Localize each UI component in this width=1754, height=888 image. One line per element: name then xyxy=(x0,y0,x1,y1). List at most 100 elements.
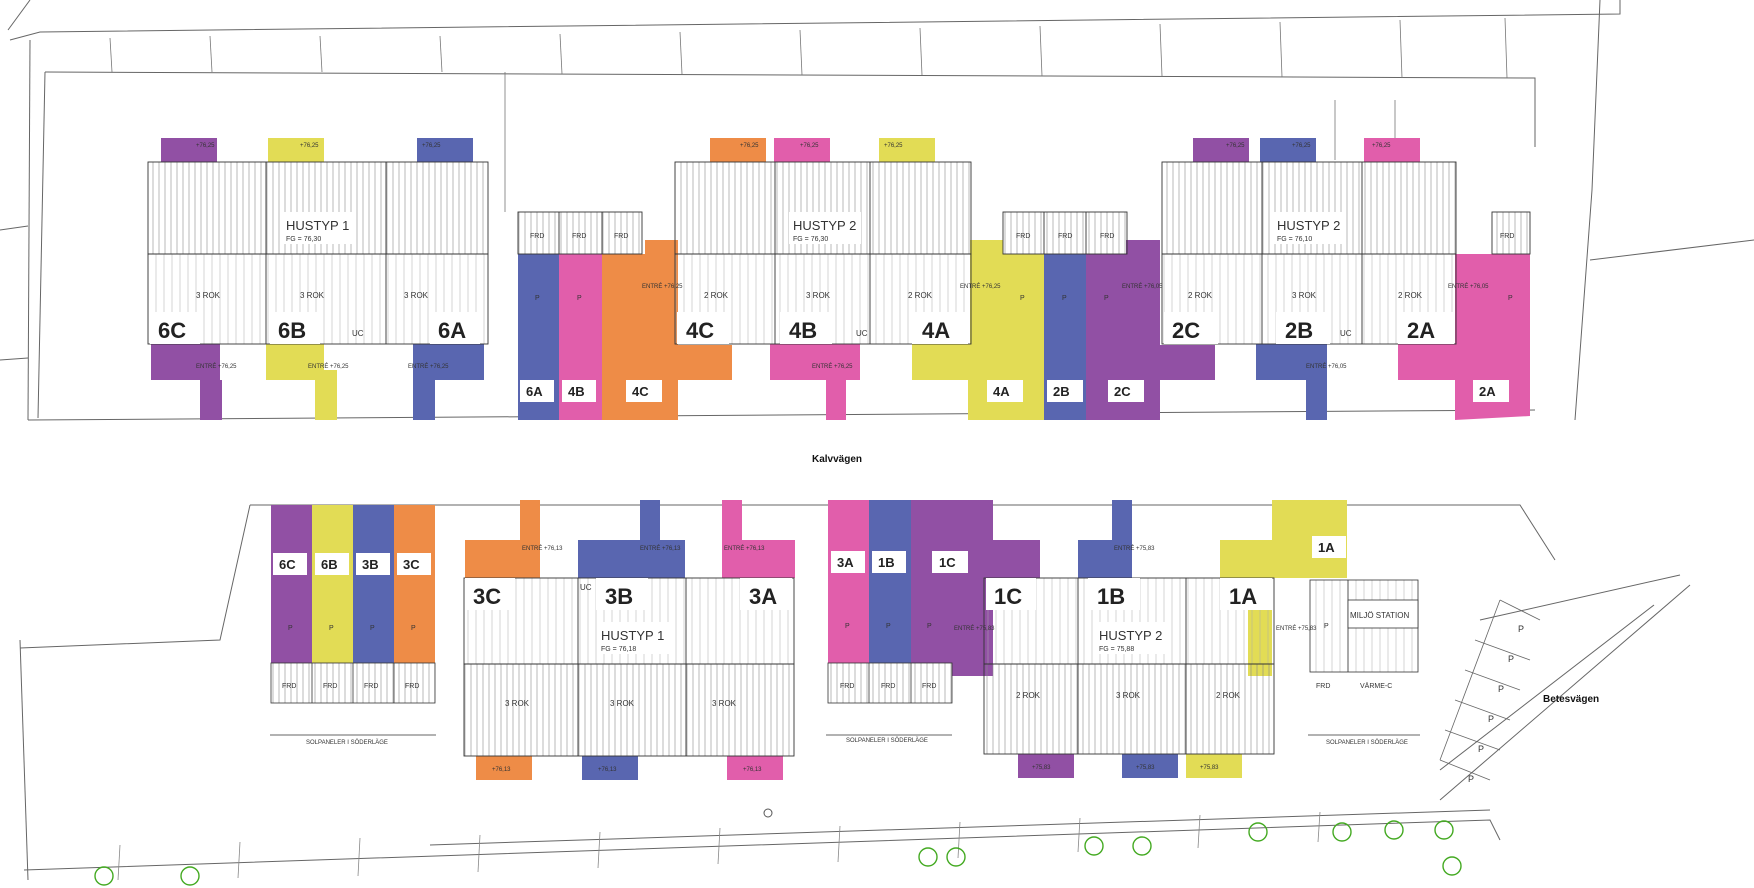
unit-label-6b: 6B xyxy=(278,318,306,343)
parking-area xyxy=(1439,599,1541,781)
south-hustyp-labels: HUSTYP 1 FG = 76,18 HUSTYP 2 FG = 75,88 xyxy=(597,622,1167,654)
south-rok-labels: 3 ROK 3 ROK 3 ROK 2 ROK 3 ROK 2 ROK xyxy=(505,691,1241,708)
entre-label: ENTRÉ +76,25 xyxy=(408,363,449,370)
p-label: P xyxy=(1324,623,1329,630)
lot-lines-north xyxy=(109,17,1508,212)
rok-label: 2 ROK xyxy=(1188,291,1213,300)
south-hustyp2-fg: FG = 75,88 xyxy=(1099,646,1134,653)
frd-label: FRD xyxy=(614,233,628,240)
tree-icon xyxy=(918,847,938,867)
rok-label: 3 ROK xyxy=(1292,291,1317,300)
p-label: P xyxy=(577,295,582,302)
entre-label: ENTRÉ +76,13 xyxy=(640,545,681,552)
level-tab: +76,25 xyxy=(300,143,319,149)
south-storage1 xyxy=(270,662,436,736)
parking-p: P xyxy=(1498,684,1504,694)
north-hustyp-labels: HUSTYP 1 FG = 76,30 HUSTYP 2 FG = 76,30 … xyxy=(282,212,1345,244)
north-tab-labels: +76,25 +76,25 +76,25 +76,25 +76,25 +76,2… xyxy=(196,143,1391,149)
level-tab: +76,25 xyxy=(884,143,903,149)
level-tab: +76,25 xyxy=(1226,143,1245,149)
rok-label: 2 ROK xyxy=(908,291,933,300)
frd-label: FRD xyxy=(323,683,337,690)
north-color-tags: 6A 4B 4C 4A 2B 2C 2A xyxy=(520,380,1509,402)
unit-label-3a: 3A xyxy=(749,584,777,609)
rok-label: 2 ROK xyxy=(1016,691,1041,700)
entre-label: ENTRÉ +76,25 xyxy=(960,283,1001,290)
rok-label: 3 ROK xyxy=(1116,691,1141,700)
tree-icon xyxy=(1332,822,1352,842)
tag-1c: 1C xyxy=(939,555,956,570)
street-label-kalvvagen: Kalvvägen xyxy=(812,454,862,465)
south-entre-labels: ENTRÉ +76,13 ENTRÉ +76,13 ENTRÉ +76,13 E… xyxy=(522,545,1317,632)
trees xyxy=(94,820,1462,886)
tag-4a: 4A xyxy=(993,384,1010,399)
rok-label: 3 ROK xyxy=(712,699,737,708)
parking-labels: P P P P P P xyxy=(1468,624,1524,784)
street-label-betesvagen: Betesvägen xyxy=(1543,694,1599,705)
frd-label: FRD xyxy=(530,233,544,240)
north-hustyp2-fg: FG = 76,30 xyxy=(793,236,828,243)
frd-label: FRD xyxy=(1316,683,1330,690)
unit-label-2c: 2C xyxy=(1172,318,1200,343)
rok-label: 3 ROK xyxy=(404,291,429,300)
unit-label-4b: 4B xyxy=(789,318,817,343)
tree-icon xyxy=(1384,820,1404,840)
tag-3b: 3B xyxy=(362,557,379,572)
lot-lines-south xyxy=(117,811,1321,881)
p-label: P xyxy=(1020,295,1025,302)
tag-6c: 6C xyxy=(279,557,296,572)
tree-icon xyxy=(946,847,966,867)
tree-icon xyxy=(180,866,200,886)
p-label: P xyxy=(927,623,932,630)
p-label: P xyxy=(1104,295,1109,302)
north-group2-colors xyxy=(710,138,1215,420)
north-group1-colors xyxy=(151,138,484,420)
entre-label: ENTRÉ +76,25 xyxy=(812,363,853,370)
level-tab: +75,83 xyxy=(1200,765,1219,771)
solar-label: SOLPANELER I SÖDERLÄGE xyxy=(1326,739,1408,746)
unit-label-4c: 4C xyxy=(686,318,714,343)
south-group1-colors xyxy=(465,500,795,780)
level-tab: +75,83 xyxy=(1136,765,1155,771)
level-tab: +76,25 xyxy=(422,143,441,149)
frd-label: FRD xyxy=(1500,233,1514,240)
north-hustyp1-title: HUSTYP 1 xyxy=(286,218,349,233)
tree-icon xyxy=(1442,856,1462,876)
p-label: P xyxy=(288,625,293,632)
south-storage2 xyxy=(826,662,953,736)
level-tab: +76,13 xyxy=(492,767,511,773)
frd-label: FRD xyxy=(405,683,419,690)
tree-icon xyxy=(1084,836,1104,856)
south-hustyp1-title: HUSTYP 1 xyxy=(601,628,664,643)
tag-2a: 2A xyxy=(1479,384,1496,399)
south-storage3 xyxy=(1308,579,1420,736)
frd-label: FRD xyxy=(1100,233,1114,240)
rok-label: 3 ROK xyxy=(300,291,325,300)
level-tab: +76,25 xyxy=(800,143,819,149)
entre-label: ENTRÉ +76,05 xyxy=(1306,363,1347,370)
solar-label: SOLPANELER I SÖDERLÄGE xyxy=(846,737,928,744)
frd-label: FRD xyxy=(282,683,296,690)
parking-p: P xyxy=(1468,774,1474,784)
level-tab: +75,83 xyxy=(1032,765,1051,771)
tag-6a: 6A xyxy=(526,384,543,399)
rok-label: 2 ROK xyxy=(1398,291,1423,300)
north-frd-labels: FRD FRD FRD FRD FRD FRD FRD xyxy=(530,233,1514,240)
entre-label: ENTRÉ +76,05 xyxy=(1448,283,1489,290)
south-storage1-colors xyxy=(271,505,435,663)
service-labels: MILJÖ STATION VÄRME-C xyxy=(1350,611,1409,690)
tag-6b: 6B xyxy=(321,557,338,572)
parking-p: P xyxy=(1518,624,1524,634)
level-tab: +76,13 xyxy=(598,767,617,773)
south-hustyp1-fg: FG = 76,18 xyxy=(601,646,636,653)
p-label: P xyxy=(886,623,891,630)
tree-icon xyxy=(1132,836,1152,856)
unit-label-6a: 6A xyxy=(438,318,466,343)
south-unit-labels: 3C 3B 3A UC 1C 1B 1A xyxy=(465,578,1272,610)
frd-label: FRD xyxy=(881,683,895,690)
north-hustyp3-title: HUSTYP 2 xyxy=(1277,218,1340,233)
unit-label-4a: 4A xyxy=(922,318,950,343)
south-hustyp2-title: HUSTYP 2 xyxy=(1099,628,1162,643)
p-label: P xyxy=(329,625,334,632)
